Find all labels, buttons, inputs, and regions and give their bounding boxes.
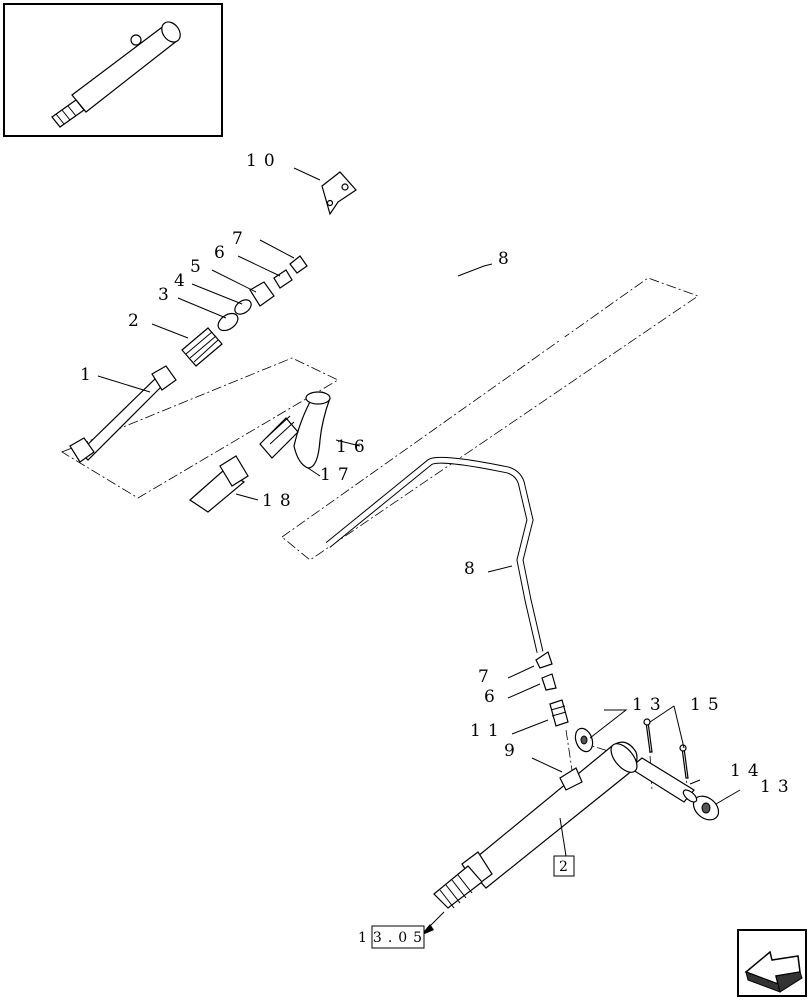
clevis-pin [628,757,698,803]
callout-8-lower: 8 [464,559,482,579]
fitting-group-left [189,391,331,513]
callout-6-lower: 6 [484,687,502,707]
callout-9: 9 [504,741,522,761]
callout-8-upper: 8 [498,249,516,269]
centerline-vertical [565,729,573,771]
callout-14: 14 [730,761,766,781]
section-ref-13-05[interactable]: 13.05 [358,925,428,949]
fitting-lower [535,651,569,727]
next-page-arrow-icon[interactable] [737,929,807,997]
upper-brake-pipe [304,174,652,350]
section-ref-label: 13.05 [358,930,428,946]
group-outline-right [281,277,699,561]
callout-3: 3 [158,285,176,305]
callout-18: 18 [262,491,298,511]
union-fitting [181,327,223,367]
cotter-pins [643,718,689,779]
callout-16: 16 [336,437,372,457]
callout-11: 11 [470,721,506,741]
cylinder-thumbnail-icon [51,21,181,128]
callout-5: 5 [190,257,208,277]
leader-lines [97,167,741,857]
callout-1: 1 [80,365,98,385]
ref-box-2-label: 2 [559,859,574,875]
callout-4: 4 [174,271,192,291]
callout-7-lower: 7 [478,667,496,687]
bracket-part [321,171,357,216]
fitting-upper [217,255,308,332]
callout-10: 10 [246,151,282,171]
master-cylinder [433,741,638,909]
callout-13-upper: 13 [632,695,668,715]
callout-13-lower: 13 [760,777,796,797]
ref-box-2[interactable]: 2 [553,855,575,877]
callout-2: 2 [128,311,146,331]
bolt-part [69,365,177,463]
callout-15: 15 [690,695,726,715]
thumbnail-frame[interactable] [3,3,223,137]
lower-brake-pipe [325,456,544,653]
group-outline-left [61,357,339,499]
callout-7-upper: 7 [232,229,250,249]
callout-17: 17 [320,465,356,485]
callout-6-upper: 6 [214,243,232,263]
